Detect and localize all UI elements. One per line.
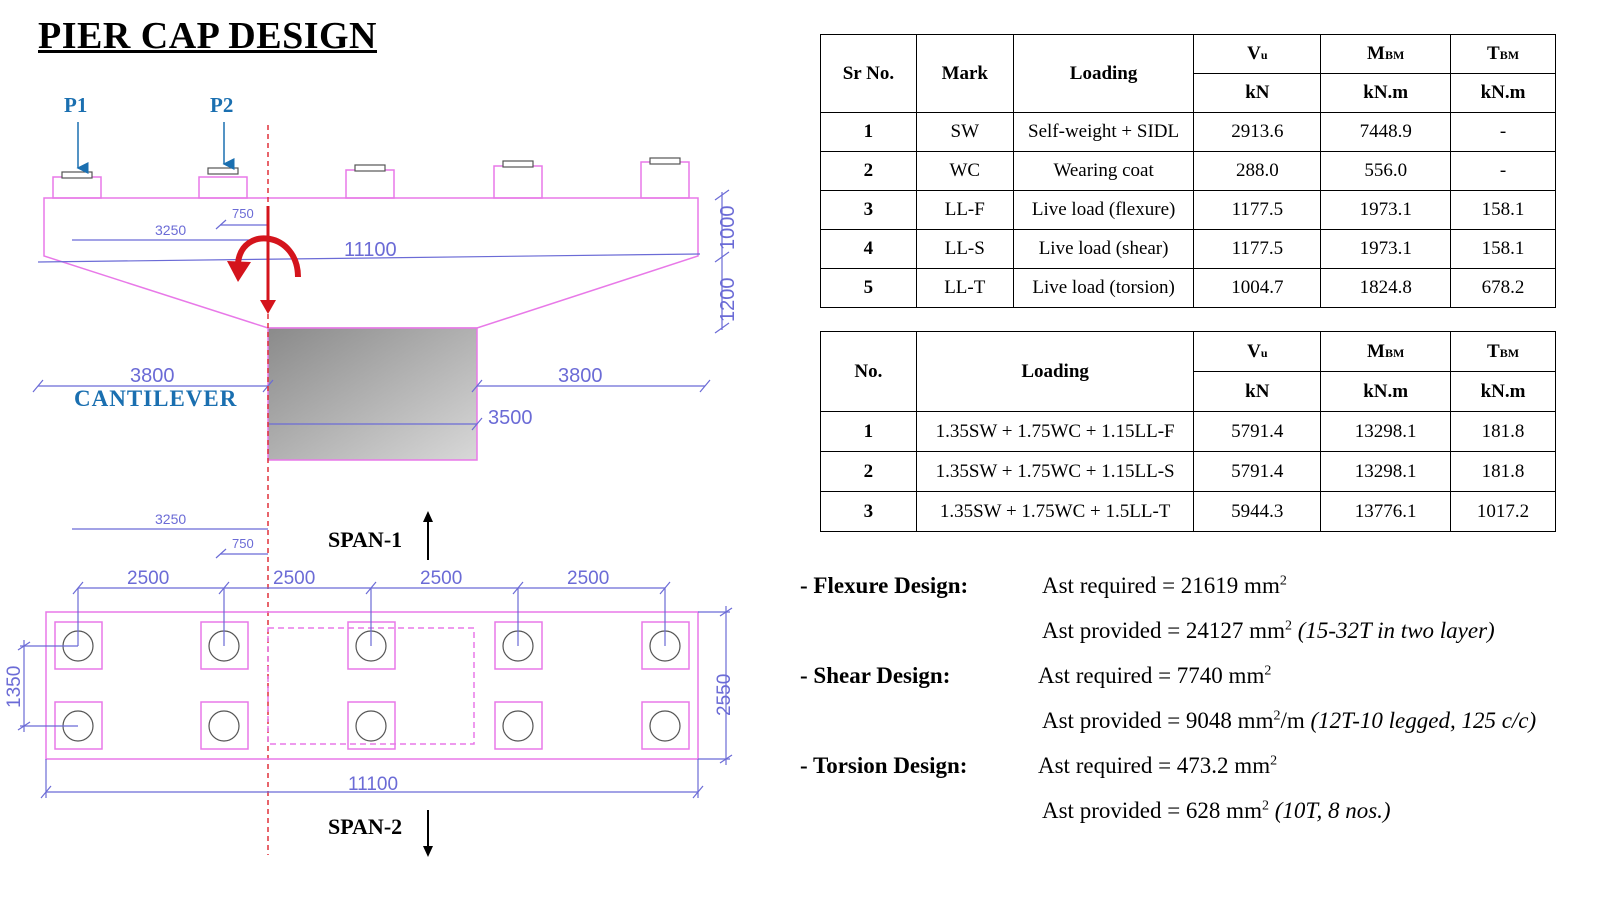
shear-design-label: - Shear Design:	[800, 663, 951, 688]
torsion-design-label: - Torsion Design:	[800, 753, 968, 778]
header-mbm: MBM	[1320, 331, 1452, 372]
elevation-dim-1200: 1200	[717, 278, 739, 323]
load-label-p1: P1	[64, 93, 87, 117]
unit-mbm: kN.m	[1320, 371, 1452, 412]
shear-ast-provided: Ast provided = 9048 mm2/m (12T-10 legged…	[1042, 708, 1537, 733]
unit-tbm: kN.m	[1450, 73, 1556, 113]
page-title: PIER CAP DESIGN	[38, 15, 377, 57]
elevation-dim-1000: 1000	[717, 206, 739, 251]
pier-cap-plan-outline	[45, 611, 699, 760]
pier-column	[267, 327, 478, 461]
torsion-ast-required: Ast required = 473.2 mm2	[1038, 753, 1278, 778]
plan-dim-spacing-4: 2500	[567, 568, 609, 589]
elevation-dim-750: 750	[232, 206, 254, 221]
header-sr-no: Sr No.	[820, 34, 917, 113]
table-header-row: No. Loading Vu MBM TBM	[820, 331, 1556, 412]
plan-dim-11100: 11100	[348, 774, 398, 795]
cantilever-label: CANTILEVER	[74, 386, 237, 411]
elevation-dim-3800-left: 3800	[130, 365, 175, 387]
elevation-dim-3250: 3250	[155, 222, 186, 238]
header-vu: Vu	[1193, 34, 1322, 74]
pedestal-plan-squares	[54, 621, 690, 750]
elevation-view: 3250 750 11100 1000 1200 3800 3800 3500 …	[32, 93, 739, 855]
pier-cap-drawing: 3250 750 11100 1000 1200 3800 3800 3500 …	[4, 93, 739, 857]
header-loading: Loading	[915, 331, 1195, 412]
span-1-arrow-icon	[423, 511, 433, 560]
shear-ast-required: Ast required = 7740 mm2	[1038, 663, 1272, 688]
elevation-dim-3800-right: 3800	[558, 365, 603, 387]
flexure-design-label: - Flexure Design:	[800, 573, 969, 598]
header-no: No.	[820, 331, 917, 412]
plan-view: 3250 750 2500 2500 2500 2500 1350 2550 1…	[4, 511, 735, 857]
plan-dim-spacing-3: 2500	[420, 568, 462, 589]
unit-tbm: kN.m	[1450, 371, 1556, 412]
flexure-ast-provided: Ast provided = 24127 mm2 (15-32T in two …	[1042, 618, 1495, 643]
moment-arrow-icon	[227, 206, 301, 314]
unit-vu: kN	[1193, 73, 1322, 113]
load-table: Sr No. Mark Loading Vu MBM TBM kN kN.m k…	[820, 34, 1556, 308]
plan-dim-1350: 1350	[4, 666, 25, 708]
load-label-p2: P2	[210, 93, 233, 117]
plan-dim-2550: 2550	[714, 674, 735, 716]
pier-cap-outline	[43, 197, 699, 329]
torsion-ast-provided: Ast provided = 628 mm2 (10T, 8 nos.)	[1042, 798, 1391, 823]
header-mark: Mark	[915, 34, 1014, 113]
unit-mbm: kN.m	[1320, 73, 1452, 113]
span-1-label: SPAN-1	[328, 527, 402, 552]
flexure-ast-required: Ast required = 21619 mm2	[1042, 573, 1287, 598]
plan-dim-750: 750	[232, 536, 254, 551]
plan-dim-spacing-1: 2500	[127, 568, 169, 589]
span-2-label: SPAN-2	[328, 814, 402, 839]
unit-vu: kN	[1193, 371, 1322, 412]
header-tbm: TBM	[1450, 331, 1556, 372]
header-loading: Loading	[1012, 34, 1195, 113]
plan-dim-3250: 3250	[155, 511, 186, 527]
header-vu: Vu	[1193, 331, 1322, 372]
elevation-dim-11100: 11100	[344, 239, 397, 261]
elevation-dim-3500: 3500	[488, 407, 533, 429]
table-header-row: Sr No. Mark Loading Vu MBM TBM	[820, 34, 1556, 113]
bearing-plan-circles	[62, 630, 681, 742]
span-2-arrow-icon	[423, 810, 433, 857]
bearing-plates	[61, 157, 681, 179]
plan-dim-spacing-2: 2500	[273, 568, 315, 589]
table-units-row: kN kN.m kN.m	[821, 371, 1556, 412]
table-units-row: kN kN.m kN.m	[821, 73, 1556, 113]
header-mbm: MBM	[1320, 34, 1452, 74]
header-tbm: TBM	[1450, 34, 1556, 74]
